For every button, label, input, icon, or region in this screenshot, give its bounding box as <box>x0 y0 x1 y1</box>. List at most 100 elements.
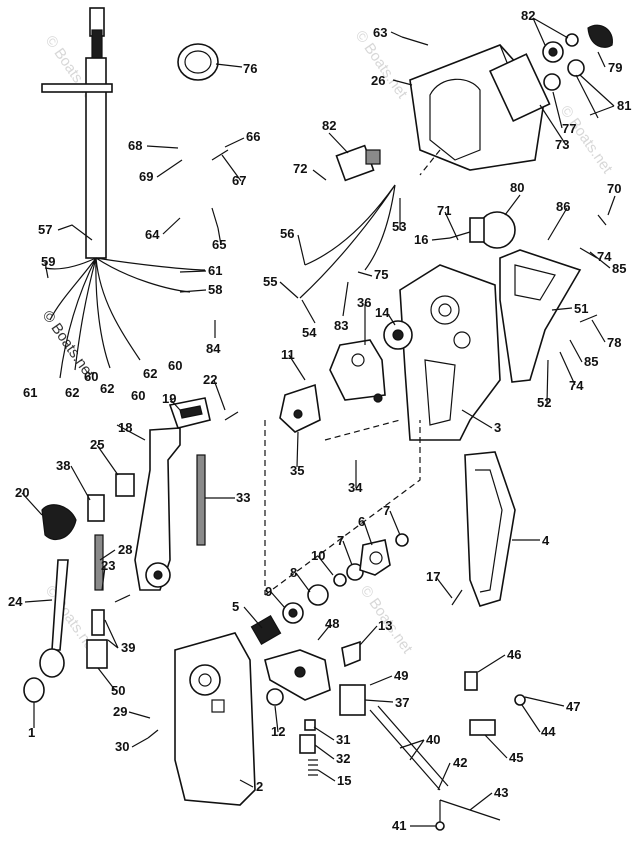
callout-61: 61 <box>208 263 222 278</box>
washer <box>266 688 284 706</box>
callout-74: 74 <box>597 249 612 264</box>
callout-44: 44 <box>541 724 556 739</box>
callout-70: 70 <box>607 181 621 196</box>
callout-20: 20 <box>15 485 29 500</box>
callout-6: 6 <box>358 514 365 529</box>
callout-62: 62 <box>100 381 114 396</box>
callout-8: 8 <box>290 565 297 580</box>
assembly-lines <box>264 149 441 596</box>
callout-74: 74 <box>569 378 584 393</box>
callout-85: 85 <box>612 261 626 276</box>
callout-31: 31 <box>336 732 350 747</box>
callout-7: 7 <box>337 533 344 548</box>
callout-17: 17 <box>426 569 440 584</box>
trim-switch-parts <box>488 24 613 122</box>
callout-32: 32 <box>336 751 350 766</box>
callout-62: 62 <box>143 366 157 381</box>
callout-84: 84 <box>206 341 221 356</box>
callout-23: 23 <box>101 558 115 573</box>
callout-68: 68 <box>128 138 142 153</box>
parts-layer <box>23 7 613 831</box>
callout-15: 15 <box>337 773 351 788</box>
leader-lines <box>21 17 616 827</box>
callout-77: 77 <box>562 121 576 136</box>
callout-66: 66 <box>246 129 260 144</box>
small-switch-parts <box>86 473 135 669</box>
trim-strip <box>196 454 206 546</box>
wire-bundle <box>299 184 396 299</box>
callout-52: 52 <box>537 395 551 410</box>
shift-cam <box>264 649 331 701</box>
callout-54: 54 <box>302 325 317 340</box>
callout-58: 58 <box>208 282 222 297</box>
callout-81: 81 <box>617 98 631 113</box>
screws <box>114 36 607 739</box>
callout-5: 5 <box>232 599 239 614</box>
callout-72: 72 <box>293 161 307 176</box>
callout-65: 65 <box>212 237 226 252</box>
callout-layer: 1 2 3 4 5 6 7 7 8 9 10 11 12 13 14 15 16… <box>8 8 631 833</box>
callout-24: 24 <box>8 594 23 609</box>
callout-4: 4 <box>542 533 550 548</box>
callout-78: 78 <box>607 335 621 350</box>
callout-49: 49 <box>394 668 408 683</box>
callout-35: 35 <box>290 463 304 478</box>
callout-33: 33 <box>236 490 250 505</box>
callout-82: 82 <box>521 8 535 23</box>
callout-36: 36 <box>357 295 371 310</box>
callout-82: 82 <box>322 118 336 133</box>
callout-39: 39 <box>121 640 135 655</box>
callout-22: 22 <box>203 372 217 387</box>
callout-55: 55 <box>263 274 277 289</box>
shift-lever-arm <box>329 339 386 403</box>
callout-60: 60 <box>84 369 98 384</box>
spring-parts <box>299 719 318 776</box>
callout-28: 28 <box>118 542 132 557</box>
callout-7: 7 <box>383 503 390 518</box>
callout-42: 42 <box>453 755 467 770</box>
clamp-strap <box>177 43 219 81</box>
harness-tube <box>41 7 206 379</box>
callout-61: 61 <box>23 385 37 400</box>
hardware-right-lower <box>464 671 526 736</box>
callout-37: 37 <box>395 695 409 710</box>
callout-51: 51 <box>574 301 588 316</box>
callout-43: 43 <box>494 785 508 800</box>
callout-57: 57 <box>38 222 52 237</box>
callout-80: 80 <box>510 180 524 195</box>
callout-56: 56 <box>280 226 294 241</box>
callout-41: 41 <box>392 818 406 833</box>
callout-29: 29 <box>113 704 127 719</box>
callout-3: 3 <box>494 420 501 435</box>
callout-1: 1 <box>28 725 35 740</box>
callout-83: 83 <box>334 318 348 333</box>
callout-16: 16 <box>414 232 428 247</box>
callout-38: 38 <box>56 458 70 473</box>
callout-71: 71 <box>437 203 451 218</box>
callout-69: 69 <box>139 169 153 184</box>
callout-25: 25 <box>90 437 104 452</box>
callout-30: 30 <box>115 739 129 754</box>
callout-45: 45 <box>509 750 523 765</box>
callout-73: 73 <box>555 137 569 152</box>
callout-46: 46 <box>507 647 521 662</box>
callout-60: 60 <box>168 358 182 373</box>
gear <box>383 320 413 350</box>
knob <box>41 504 77 541</box>
callout-86: 86 <box>556 199 570 214</box>
callout-76: 76 <box>243 61 257 76</box>
horn <box>469 211 516 249</box>
callout-2: 2 <box>256 779 263 794</box>
callout-75: 75 <box>374 267 388 282</box>
main-housing <box>399 264 501 441</box>
neutral-lock-lever <box>23 559 69 703</box>
callout-53: 53 <box>392 219 406 234</box>
callout-59: 59 <box>41 254 55 269</box>
callout-14: 14 <box>375 305 390 320</box>
shaft <box>250 615 282 645</box>
callout-9: 9 <box>265 584 272 599</box>
mounting-bracket <box>499 249 582 383</box>
callout-13: 13 <box>378 618 392 633</box>
callout-60: 60 <box>131 388 145 403</box>
